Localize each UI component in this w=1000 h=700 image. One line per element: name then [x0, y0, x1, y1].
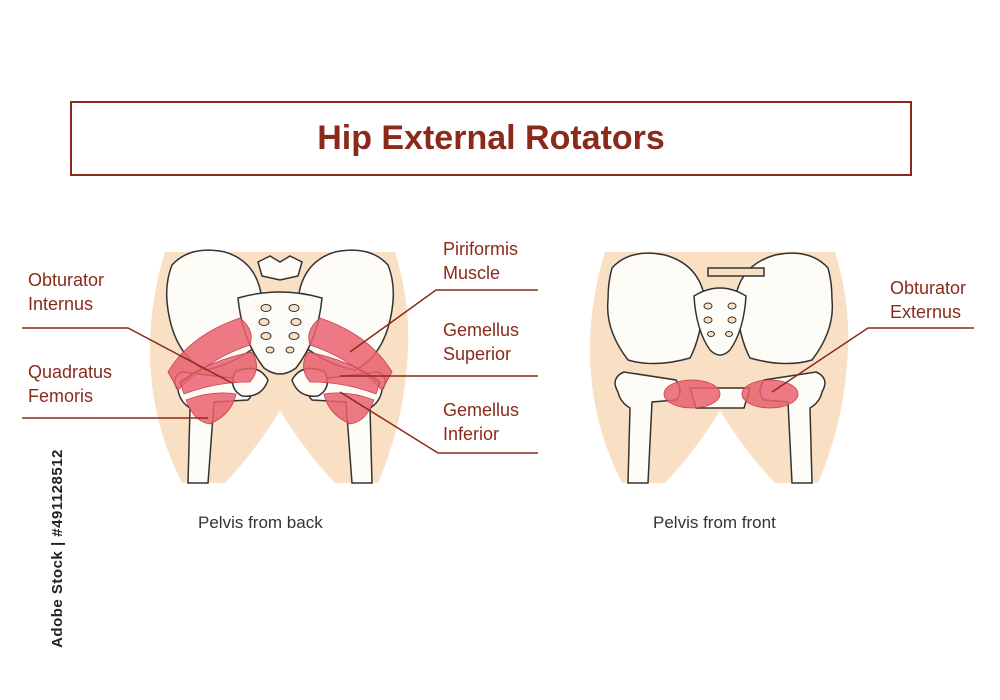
- caption-back: Pelvis from back: [198, 513, 323, 532]
- stock-watermark-id: Adobe Stock | #491128512: [48, 449, 66, 648]
- left-quadratus-femoris-muscle: [185, 392, 237, 425]
- label-gemellus-inferior: Gemellus Inferior: [443, 400, 520, 444]
- leader-obturator-externus: [771, 327, 974, 393]
- leader-piriformis: [349, 289, 538, 353]
- right-obturator-externus-muscle: [741, 379, 799, 409]
- left-obturator-internus-muscle: [179, 351, 257, 395]
- pelvis-back-figure: [22, 249, 538, 484]
- label-gemellus-superior: Gemellus Superior: [443, 320, 520, 364]
- label-quadratus-femoris: Quadratus Femoris: [28, 362, 113, 406]
- front-lumbar-disc: [707, 267, 765, 277]
- title-box: Hip External Rotators: [70, 101, 912, 176]
- label-obturator-externus: Obturator Externus: [890, 278, 967, 322]
- label-obturator-internus: Obturator Internus: [28, 270, 105, 314]
- left-obturator-externus-muscle: [663, 379, 721, 409]
- front-left-ilium: [606, 252, 706, 365]
- caption-front: Pelvis from front: [653, 513, 776, 532]
- right-quadratus-femoris-muscle: [323, 392, 375, 425]
- back-sacrum: [237, 291, 323, 375]
- pelvis-front-figure: [590, 252, 974, 484]
- leader-obturator-internus: [22, 327, 233, 384]
- front-right-ilium: [734, 252, 834, 365]
- right-gemellus-muscle: [303, 351, 381, 395]
- back-lumbar-vertebra: [257, 255, 303, 281]
- label-piriformis: Piriformis Muscle: [443, 239, 518, 283]
- page-title: Hip External Rotators: [317, 119, 665, 157]
- back-muscles: [167, 317, 393, 425]
- leader-gemellus-inferior: [339, 391, 538, 454]
